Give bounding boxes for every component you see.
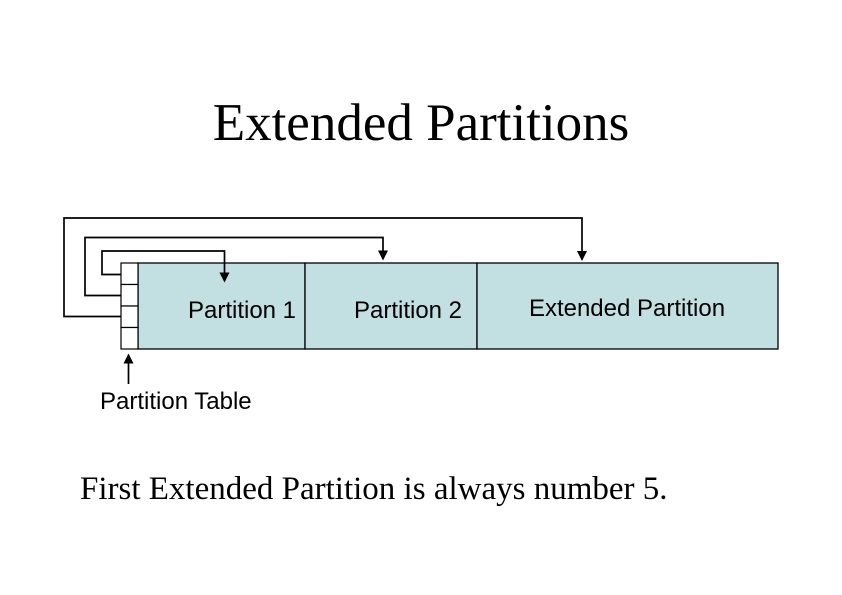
partition-table-label: Partition Table: [100, 388, 252, 415]
partition-table-cell: [120, 326, 139, 350]
extended-partition-segment: [476, 262, 779, 350]
cell3-to-extended-arrow: [63, 217, 587, 318]
cell2-to-partition2-arrow: [84, 236, 388, 297]
partition-table-cell: [120, 305, 139, 329]
note-text: First Extended Partition is always numbe…: [80, 471, 668, 507]
cell1-to-partition1-arrow: [101, 250, 230, 283]
partition-1-label: Partition 1: [187, 297, 297, 324]
partition-2-segment: [304, 262, 478, 350]
slide-title: Extended Partitions: [212, 94, 630, 152]
partition-2-label: Partition 2: [353, 297, 463, 324]
extended-partition-label: Extended Partition: [528, 295, 726, 322]
partition-table-cell: [120, 262, 139, 286]
partition-table-cell: [120, 283, 139, 307]
